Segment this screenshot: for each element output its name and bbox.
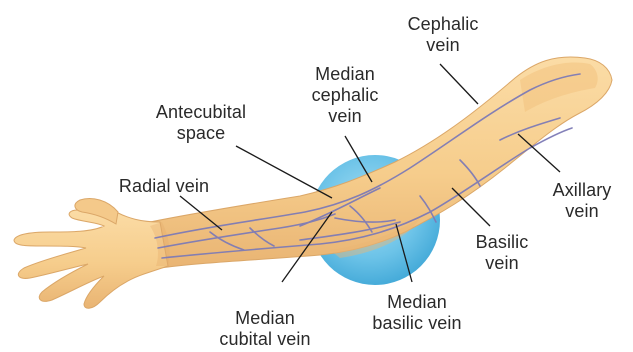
label-line: Axillary — [540, 180, 624, 201]
label-line: vein — [540, 201, 624, 222]
label-line: cubital vein — [202, 329, 328, 350]
label-median-cephalic-vein: Median cephalic vein — [290, 64, 400, 127]
label-antecubital-space: Antecubital space — [136, 102, 266, 144]
label-line: Cephalic — [388, 14, 498, 35]
label-line: vein — [290, 106, 400, 127]
label-radial-vein: Radial vein — [94, 176, 234, 197]
label-line: basilic vein — [358, 313, 476, 334]
label-median-cubital-vein: Median cubital vein — [202, 308, 328, 350]
label-line: Radial vein — [94, 176, 234, 197]
label-line: Median — [290, 64, 400, 85]
label-line: Median — [202, 308, 328, 329]
leader-cephalic — [440, 64, 478, 104]
hand-silhouette — [14, 209, 168, 309]
leader-basilic — [452, 188, 490, 226]
label-line: vein — [462, 253, 542, 274]
label-line: space — [136, 123, 266, 144]
leader-antecubital — [236, 146, 332, 198]
label-line: Basilic — [462, 232, 542, 253]
label-line: vein — [388, 35, 498, 56]
label-line: Median — [358, 292, 476, 313]
label-axillary-vein: Axillary vein — [540, 180, 624, 222]
label-median-basilic-vein: Median basilic vein — [358, 292, 476, 334]
label-basilic-vein: Basilic vein — [462, 232, 542, 274]
label-line: cephalic — [290, 85, 400, 106]
label-cephalic-vein: Cephalic vein — [388, 14, 498, 56]
label-line: Antecubital — [136, 102, 266, 123]
